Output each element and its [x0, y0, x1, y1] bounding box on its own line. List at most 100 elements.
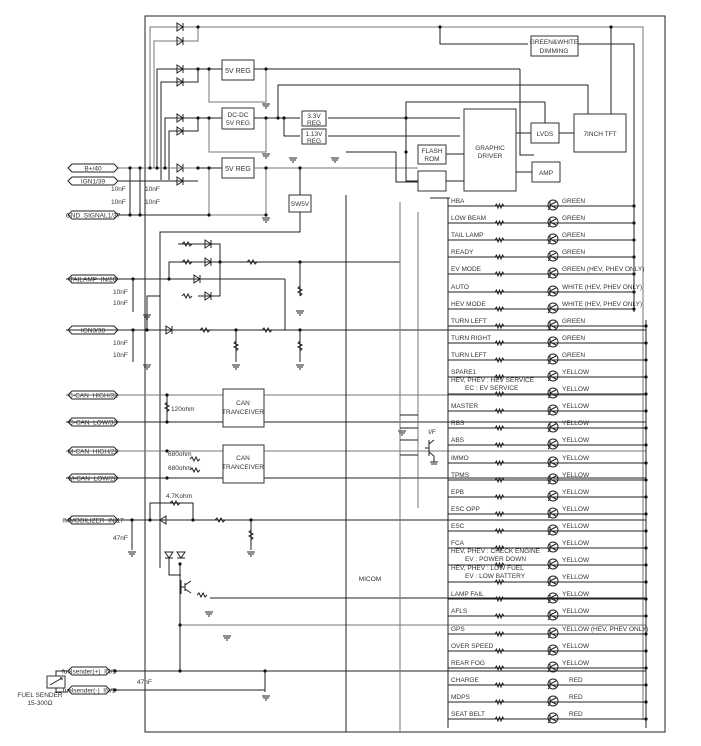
indicator-name: TURN LEFT [451, 318, 487, 325]
junction-dot [644, 495, 648, 499]
capacitor-label: 10nF [113, 340, 128, 347]
junction-dot [644, 597, 648, 601]
block-label: LVDS [537, 131, 554, 138]
connector-label: fuelsender(+)_IN/1 [62, 669, 116, 676]
junction-dot [644, 683, 648, 687]
lamp-icon [547, 490, 559, 502]
junction-dot [644, 461, 648, 465]
signal-components [159, 239, 304, 599]
input-lines [66, 167, 646, 692]
indicator-name: EV MODE [451, 266, 482, 273]
junction-dot [196, 166, 200, 170]
indicator-color: GREEN [562, 198, 585, 205]
block-label: SW5V [291, 201, 310, 208]
resistor-label: 120ohm [171, 406, 195, 413]
junction-dot [644, 324, 648, 328]
capacitor-label: 47nF [113, 535, 128, 542]
indicator-name: REAR FOG [451, 660, 485, 667]
indicator-name: HEV MODE [451, 301, 486, 308]
connector: IMMOBILIZER_IN/17 [62, 515, 124, 525]
connector-label: IGN1/39 [81, 179, 106, 186]
vertical-buses [345, 195, 647, 732]
lamp-icon [547, 370, 559, 382]
indicator-color: GREEN (HEV, PHEV ONLY) [562, 266, 644, 273]
if-label: I/F [428, 429, 436, 436]
indicator-name: HEV, PHEV : LOW FUEL [451, 565, 524, 572]
junction-dot [207, 166, 211, 170]
indicator-color: YELLOW [562, 643, 590, 650]
indicator-name: MDPS [451, 694, 470, 701]
lamp-icon [547, 661, 559, 673]
indicator-color: GREEN [562, 215, 585, 222]
indicator-color: YELLOW [562, 540, 590, 547]
block-label: 5V REG [226, 120, 250, 127]
junction-dot [644, 649, 648, 653]
junction-dot [644, 529, 648, 533]
block-label: 1.13V [306, 131, 324, 138]
block-label: GREEN&WHITE [530, 39, 579, 46]
indicator-name: HEV, PHEV : HEV SERVICE [451, 377, 535, 384]
lamp-icon [547, 404, 559, 416]
capacitor-label: 10nF [113, 352, 128, 359]
lamp-icon [547, 456, 559, 468]
connector: IGN3/38 [67, 325, 119, 335]
lamp-icon [547, 507, 559, 519]
connector: fuelsender(+)_IN/1 [62, 666, 116, 676]
junction-dot [165, 420, 169, 424]
can-transceiver-2: CAN TRANCEIVER [222, 444, 265, 484]
connector-label: M-CAN_HIGH/29 [68, 449, 119, 456]
block-label: ROM [424, 156, 439, 163]
lamp-icon [547, 233, 559, 245]
connector-label: B+/40 [84, 166, 102, 173]
indicator-color: YELLOW [562, 420, 590, 427]
junction-dot [298, 166, 302, 170]
block-label: FLASH [422, 148, 443, 155]
indicator-name: SPARE1 [451, 369, 477, 376]
capacitor-label: 10nF [113, 300, 128, 307]
connector-label: C-CAN_HIGH/32 [68, 393, 118, 400]
junction-dot [196, 116, 200, 120]
junction-dot [276, 116, 280, 120]
lamp-icon [547, 575, 559, 587]
fuel-sender-label: FUEL SENDER [17, 692, 63, 699]
block-label: DIMMING [540, 48, 569, 55]
lamp-icon [547, 438, 559, 450]
amp-block: AMP [531, 161, 561, 183]
indicator-name: IMMO [451, 455, 469, 462]
connector: C-CAN_LOW/33 [67, 417, 119, 427]
regulator-wiring [159, 68, 589, 568]
indicator-name: GPS [451, 626, 465, 633]
indicator-color: YELLOW [562, 455, 590, 462]
connector-label: fuelsender(-)_IN/1 [63, 688, 116, 695]
indicator-color: GREEN [562, 335, 585, 342]
junction-dot [644, 443, 648, 447]
junction-dot [644, 512, 648, 516]
resistor-label: 4.7Kohm [166, 493, 192, 500]
junction-dot [234, 328, 238, 332]
junction-dot [165, 393, 169, 397]
indicator-row: EV MODE GREEN (HEV, PHEV ONLY) [448, 266, 644, 279]
indicator-color: RED [569, 711, 583, 718]
lamp-icon [547, 592, 559, 604]
junction-dot [404, 150, 408, 154]
junction-dot [644, 546, 648, 550]
junction-dot [249, 518, 253, 522]
indicator-color: YELLOW [562, 591, 590, 598]
indicator-color: GREEN [562, 249, 585, 256]
indicator-name: AFLS [451, 608, 468, 615]
junction-dot [155, 166, 159, 170]
junction-dot [128, 213, 132, 217]
input-diodes [176, 22, 184, 186]
junction-dot [609, 25, 613, 29]
